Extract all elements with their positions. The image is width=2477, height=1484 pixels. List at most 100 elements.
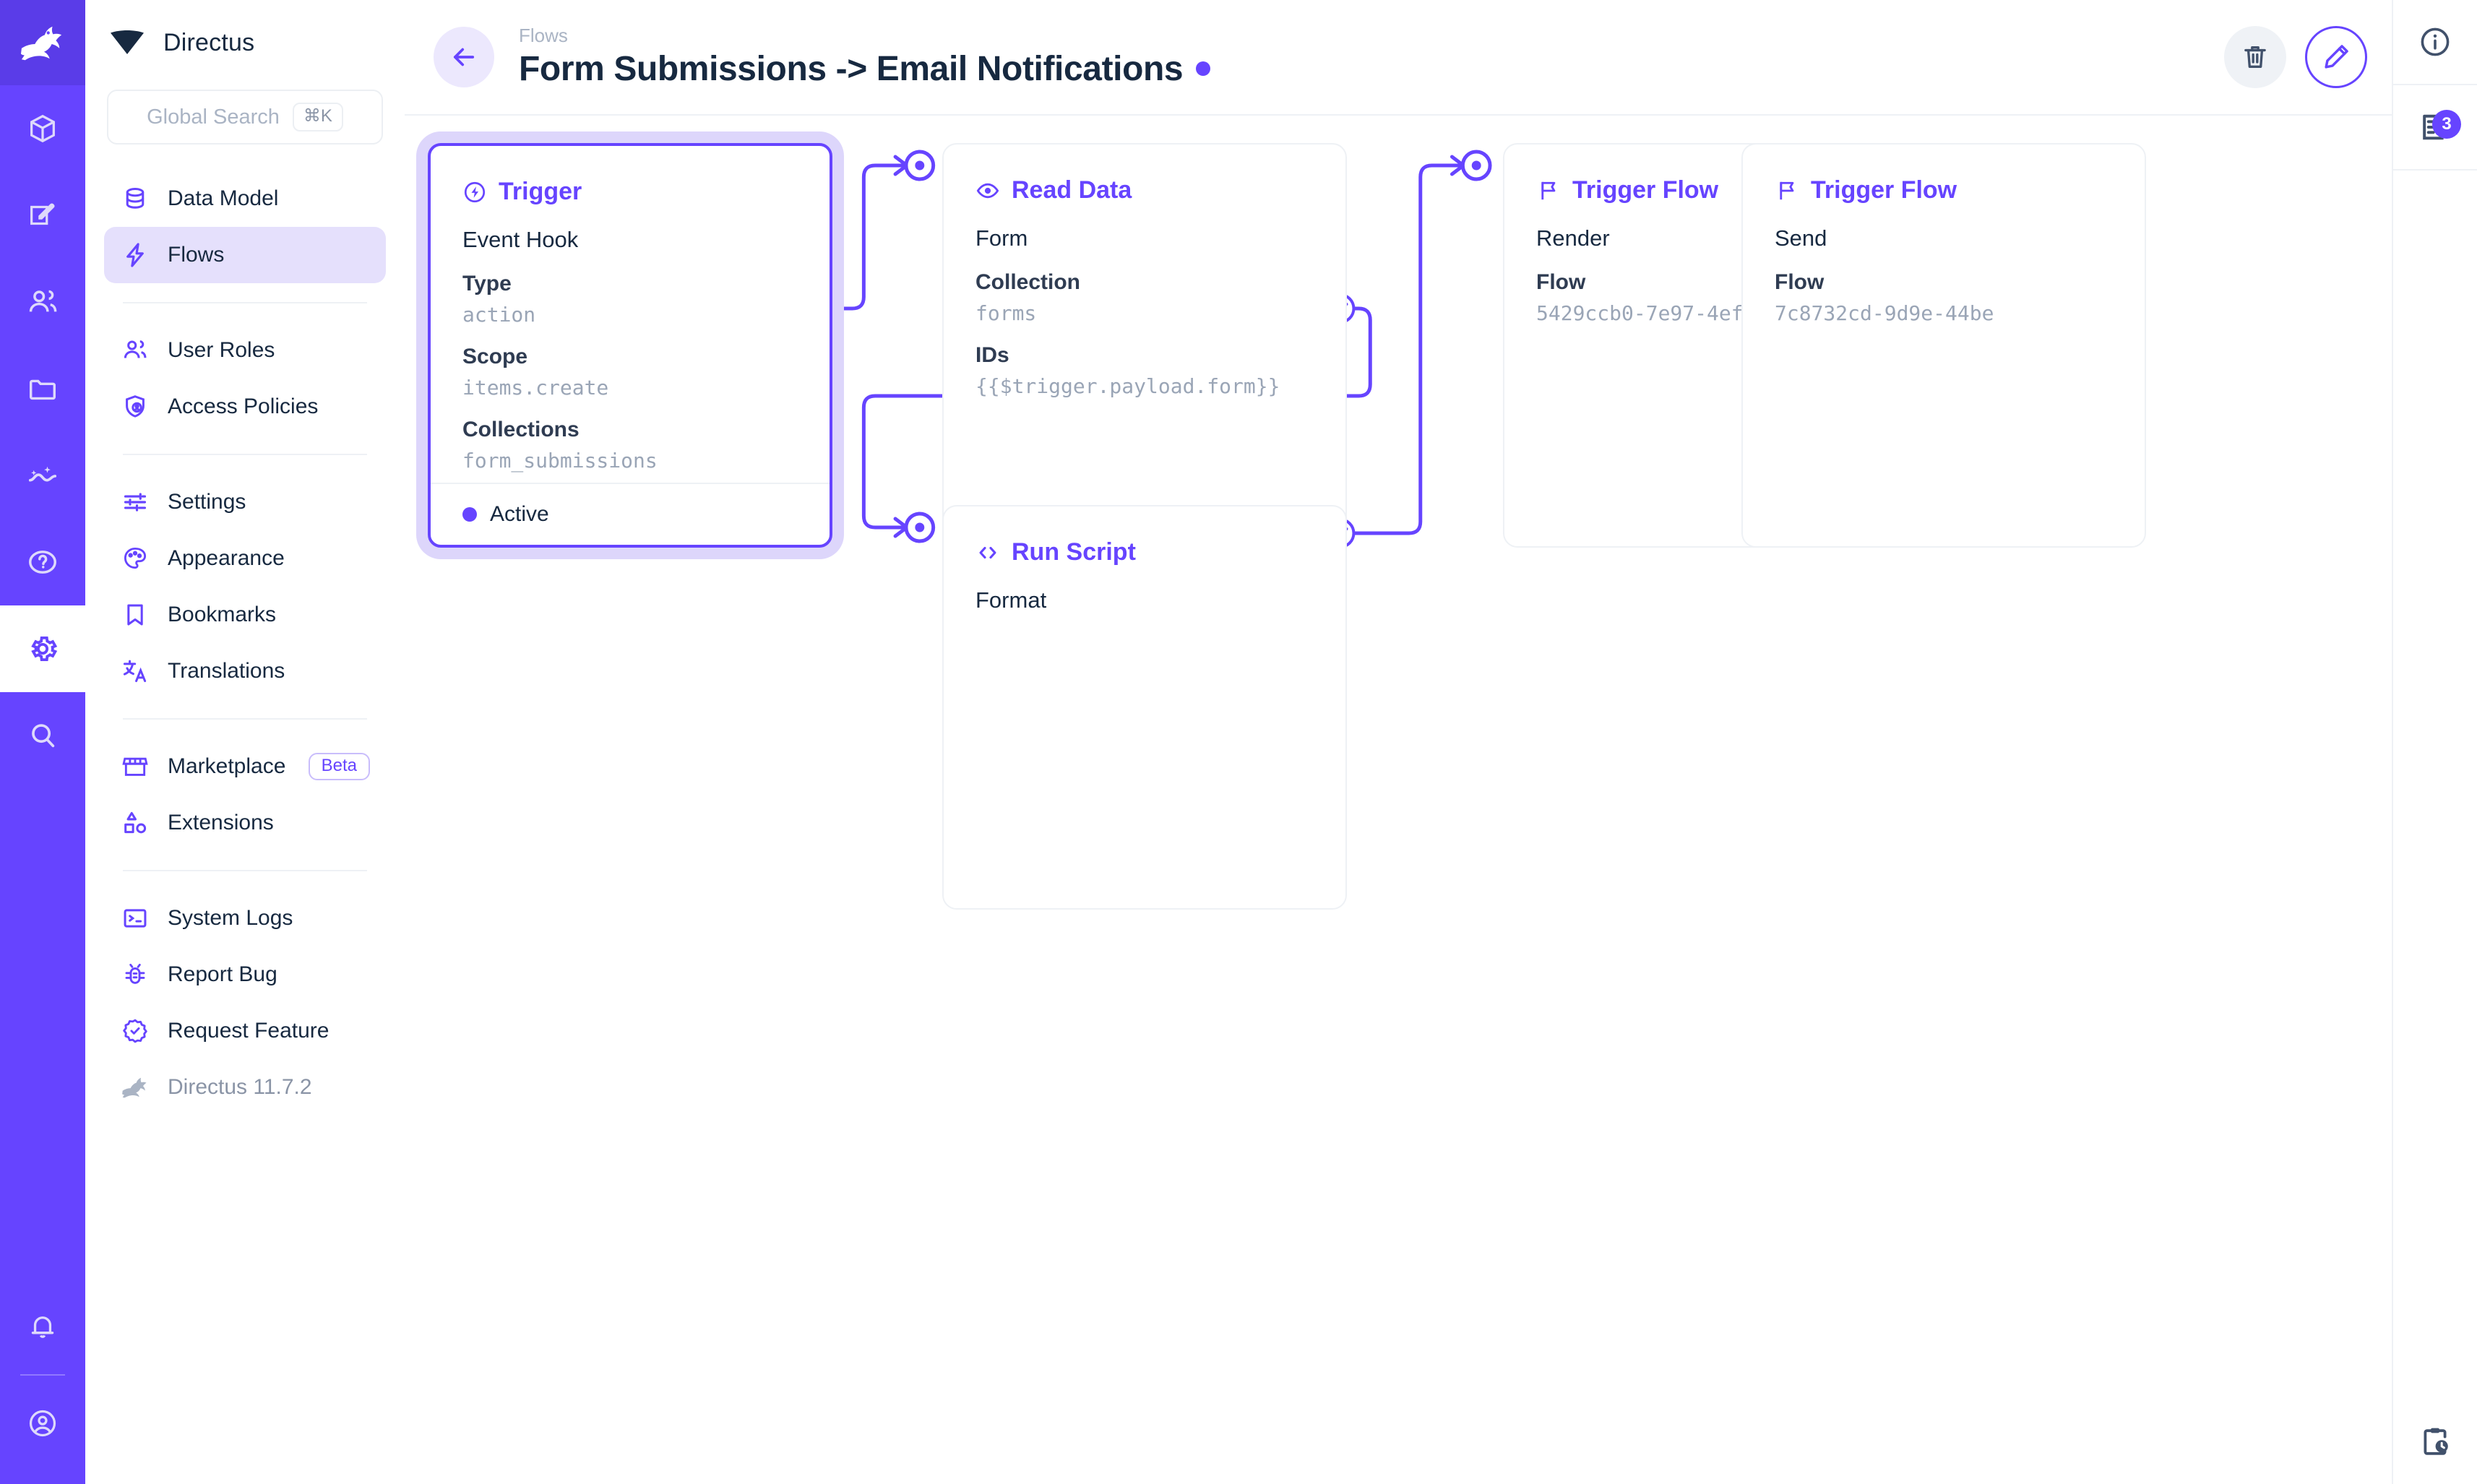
- search-shortcut-kbd: ⌘K: [292, 103, 343, 131]
- sidebar-item-request-feature[interactable]: Request Feature: [104, 1003, 386, 1059]
- read-data-card-title: Read Data: [975, 176, 1314, 204]
- sidebar-item-system-logs[interactable]: System Logs: [104, 890, 386, 946]
- module-rail-bottom: [0, 1283, 85, 1484]
- rail-item-users[interactable]: [0, 259, 85, 345]
- sidebar-item-appearance[interactable]: Appearance: [104, 530, 386, 587]
- bolt-icon: [120, 240, 150, 270]
- trigger-flow-send-card-body: Trigger Flow Send Flow 7c8732cd-9d9e-44b…: [1743, 144, 2145, 329]
- rail-item-content[interactable]: [0, 85, 85, 172]
- field-label: Flow: [1536, 269, 1586, 294]
- flow-node-read-data[interactable]: Read Data Form Collection forms IDs {{$t…: [942, 143, 1347, 548]
- trigger-flow-render-card-body: Trigger Flow Render Flow 5429ccb0-7e97-4…: [1504, 144, 1906, 329]
- terminal-icon: [120, 903, 150, 933]
- sidebar-header: Directus: [85, 0, 405, 85]
- sidebar-divider: [123, 870, 367, 871]
- sidebar-item-translations[interactable]: Translations: [104, 643, 386, 699]
- sidebar-item-user-roles[interactable]: User Roles: [104, 322, 386, 379]
- rail-item-search[interactable]: [0, 692, 85, 779]
- delete-flow-button[interactable]: [2224, 26, 2286, 88]
- flow-logs-button[interactable]: [2393, 1399, 2477, 1484]
- search-input[interactable]: Global Search ⌘K: [107, 90, 383, 144]
- info-panel-button[interactable]: [2393, 0, 2477, 85]
- flow-node-trigger-flow-send[interactable]: Trigger Flow Send Flow 7c8732cd-9d9e-44b…: [1741, 143, 2146, 548]
- sidebar-item-bookmarks[interactable]: Bookmarks: [104, 587, 386, 643]
- rail-item-settings[interactable]: [0, 605, 85, 692]
- sidebar-item-label: Flows: [168, 243, 225, 267]
- page-header: Flows Form Submissions -> Email Notifica…: [405, 0, 2392, 116]
- run-script-card-title: Run Script: [975, 538, 1314, 566]
- sidebar-item-label: Settings: [168, 490, 246, 514]
- trigger-flow-send-card-title: Trigger Flow: [1775, 176, 2113, 204]
- read-data-node-name: Form: [975, 225, 1028, 251]
- page-title: Form Submissions -> Email Notifications: [519, 49, 1211, 89]
- sidebar-item-flows[interactable]: Flows: [104, 227, 386, 283]
- rail-item-docs[interactable]: [0, 519, 85, 605]
- sidebar-item-label: Directus 11.7.2: [168, 1075, 312, 1099]
- brand-name: Directus: [163, 28, 255, 56]
- trigger-flow-send-card[interactable]: Trigger Flow Send Flow 7c8732cd-9d9e-44b…: [1741, 143, 2146, 548]
- field-label: IDs: [975, 342, 1009, 367]
- read-data-card-title-text: Read Data: [1012, 176, 1132, 204]
- people-icon: [120, 335, 150, 366]
- field-value: form_submissions: [462, 448, 658, 473]
- sidebar-item-label: Report Bug: [168, 962, 277, 986]
- rail-divider: [20, 1374, 65, 1376]
- field-value: {{$trigger.payload.form}}: [975, 374, 1280, 398]
- flow-canvas[interactable]: Trigger Event Hook Type action Scope ite…: [405, 116, 2392, 1484]
- flow-node-run-script[interactable]: Run Script Format: [942, 505, 1347, 910]
- sidebar-item-label: Translations: [168, 659, 285, 683]
- directus-diamond-logo: [110, 30, 145, 55]
- rail-item-insights[interactable]: [0, 432, 85, 519]
- handle-read-data-target: [904, 150, 936, 181]
- page-title-text: Form Submissions -> Email Notifications: [519, 49, 1184, 88]
- bookmark-icon: [120, 600, 150, 630]
- trigger-node-name: Event Hook: [462, 227, 579, 252]
- revisions-button[interactable]: 3: [2393, 85, 2477, 171]
- badge-check-icon: [120, 1016, 150, 1046]
- trigger-card-footer: Active: [431, 483, 830, 545]
- right-sidebar-bottom: [2393, 1399, 2477, 1484]
- sidebar-divider: [123, 302, 367, 303]
- active-status-dot: [462, 507, 477, 522]
- main-area: Flows Form Submissions -> Email Notifica…: [405, 0, 2392, 1484]
- search-placeholder: Global Search: [147, 105, 280, 129]
- sidebar-nav: Data Model Flows User Roles Acc: [85, 144, 405, 1116]
- rail-item-files[interactable]: [0, 345, 85, 432]
- field-label: Flow: [1775, 269, 1825, 294]
- rail-item-editor[interactable]: [0, 172, 85, 259]
- module-rail-items: [0, 85, 85, 779]
- translate-icon: [120, 656, 150, 686]
- sidebar-item-access-policies[interactable]: Access Policies: [104, 379, 386, 435]
- read-data-card-body: Read Data Form Collection forms IDs {{$t…: [944, 144, 1345, 402]
- sidebar-item-extensions[interactable]: Extensions: [104, 795, 386, 851]
- code-brackets-icon: [975, 540, 1000, 565]
- sidebar-item-settings[interactable]: Settings: [104, 474, 386, 530]
- account-button[interactable]: [0, 1380, 85, 1467]
- read-data-card[interactable]: Read Data Form Collection forms IDs {{$t…: [942, 143, 1347, 548]
- trigger-card[interactable]: Trigger Event Hook Type action Scope ite…: [428, 143, 832, 548]
- flow-node-trigger[interactable]: Trigger Event Hook Type action Scope ite…: [428, 143, 832, 548]
- breadcrumb[interactable]: Flows: [519, 25, 568, 47]
- title-block: Flows Form Submissions -> Email Notifica…: [519, 25, 1211, 89]
- sidebar-divider: [123, 718, 367, 720]
- field-label: Collection: [975, 269, 1081, 294]
- sidebar-item-label: Marketplace: [168, 754, 286, 778]
- directus-rabbit-logo[interactable]: [0, 0, 85, 85]
- global-search-wrap: Global Search ⌘K: [85, 85, 405, 144]
- field-value: items.create: [462, 375, 609, 400]
- back-button[interactable]: [434, 27, 494, 87]
- settings-sidebar: Directus Global Search ⌘K Data Model Flo…: [85, 0, 405, 1484]
- run-script-card[interactable]: Run Script Format: [942, 505, 1347, 910]
- shield-person-icon: [120, 392, 150, 422]
- sidebar-item-data-model[interactable]: Data Model: [104, 171, 386, 227]
- field-label: Scope: [462, 344, 528, 368]
- notifications-button[interactable]: [0, 1283, 85, 1370]
- bolt-circle-icon: [462, 180, 487, 204]
- edit-flow-button[interactable]: [2305, 26, 2367, 88]
- sidebar-item-marketplace[interactable]: Marketplace Beta: [104, 738, 386, 795]
- flag-icon: [1775, 178, 1799, 203]
- sidebar-item-label: Access Policies: [168, 394, 319, 418]
- trigger-card-title-text: Trigger: [499, 178, 582, 205]
- sidebar-item-report-bug[interactable]: Report Bug: [104, 946, 386, 1003]
